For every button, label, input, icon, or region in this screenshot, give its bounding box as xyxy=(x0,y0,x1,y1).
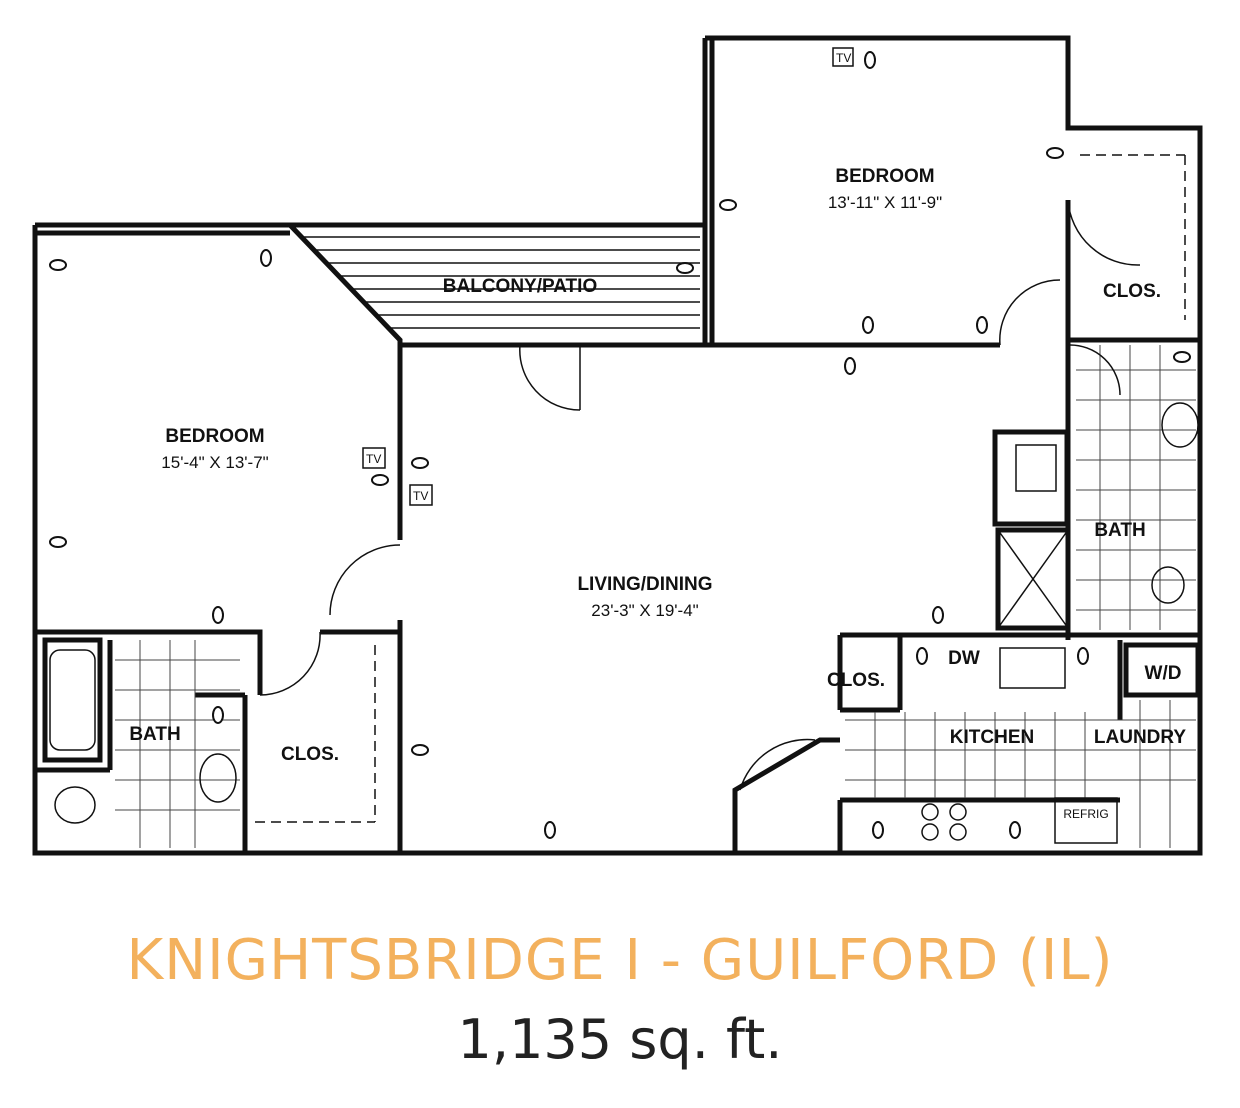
living-dining-label: LIVING/DINING xyxy=(577,574,712,595)
tv-jacks: TV TV TV xyxy=(362,47,854,506)
washer-dryer-label: W/D xyxy=(1145,663,1182,684)
closet-kitchen-label: CLOS. xyxy=(827,670,885,691)
doors xyxy=(259,199,1141,791)
plan-title: KNIGHTSBRIDGE I - GUILFORD (IL) xyxy=(126,928,1114,993)
tv-label-left: TV xyxy=(366,452,381,466)
bedroom-upper-label: BEDROOM xyxy=(835,166,934,187)
living-dining-dims: 23'-3" X 19'-4" xyxy=(591,601,698,620)
tv-label-upper: TV xyxy=(836,51,851,65)
laundry-label: LAUNDRY xyxy=(1094,727,1187,748)
room-labels: BEDROOM 13'-11" X 11'-9" BEDROOM 15'-4" … xyxy=(129,166,1186,821)
closet-upper-label: CLOS. xyxy=(1103,281,1161,302)
tv-label-living: TV xyxy=(413,489,428,503)
dishwasher-label: DW xyxy=(948,648,980,669)
balcony-label: BALCONY/PATIO xyxy=(443,276,597,297)
bedroom-left-dims: 15'-4" X 13'-7" xyxy=(161,453,268,472)
tile-grid xyxy=(115,345,1196,848)
kitchen-label: KITCHEN xyxy=(950,727,1034,748)
balcony-slats xyxy=(300,236,700,329)
floor-plan: TV TV TV BEDROOM 13'-11" X 11'-9" BEDROO… xyxy=(32,35,1203,856)
closet-left-label: CLOS. xyxy=(281,744,339,765)
bedroom-left-label: BEDROOM xyxy=(165,426,264,447)
bath-left-label: BATH xyxy=(129,724,180,745)
bath-right-label: BATH xyxy=(1094,520,1145,541)
fixtures xyxy=(49,402,1199,844)
refrigerator-label: REFRIG xyxy=(1063,807,1108,821)
plan-area: 1,135 sq. ft. xyxy=(457,1008,783,1071)
walls xyxy=(32,35,1203,856)
bedroom-upper-dims: 13'-11" X 11'-9" xyxy=(828,193,942,212)
outlets xyxy=(49,51,1191,839)
